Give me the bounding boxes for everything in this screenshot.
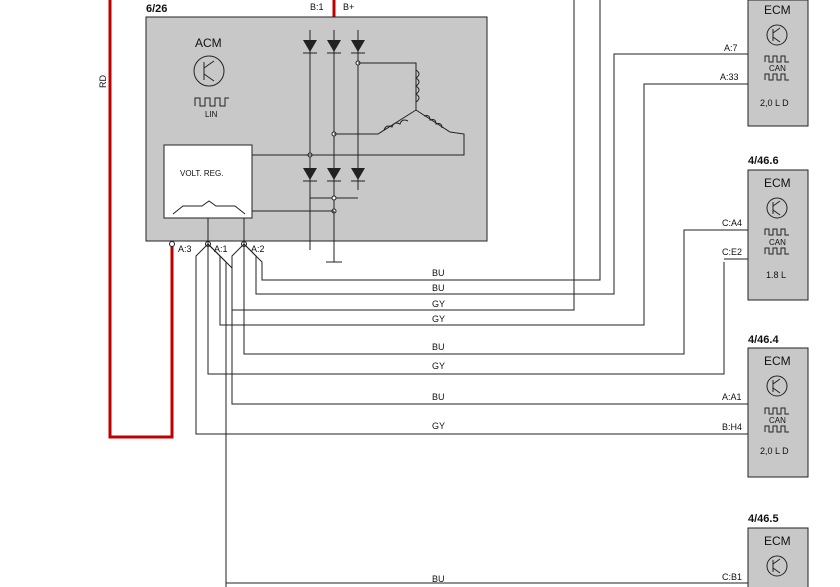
pin-b1-label: B:1	[310, 2, 324, 12]
wire-label: BU	[432, 342, 445, 352]
pin-a2-label: A:2	[251, 244, 265, 254]
ecm3-pin1: A:A1	[722, 392, 742, 402]
lin-label: LIN	[205, 110, 218, 119]
ecm-module: ECM CAN 2,0 L D	[747, 0, 809, 127]
ecm3-pin2: B:H4	[722, 422, 742, 432]
diode-bridge-top	[303, 30, 365, 250]
rd-wire	[108, 0, 174, 439]
svg-text:ECM: ECM	[764, 176, 791, 190]
generator-ref: 6/26	[146, 3, 167, 15]
svg-text:2,0 L D: 2,0 L D	[760, 446, 789, 456]
svg-text:1.8 L: 1.8 L	[766, 270, 786, 280]
volt-reg-label: VOLT. REG.	[180, 169, 223, 178]
lin-pulse-icon	[194, 97, 229, 107]
svg-text:2,0 L D: 2,0 L D	[760, 98, 789, 108]
wire-label: GY	[432, 314, 445, 324]
acm-label: ACM	[195, 36, 222, 50]
wire-label: BU	[432, 574, 445, 584]
wire-label: BU	[432, 268, 445, 278]
wire-label: BU	[432, 392, 445, 402]
wire-label: GY	[432, 421, 445, 431]
pin-bplus-label: B+	[343, 2, 354, 12]
svg-text:CAN: CAN	[769, 238, 786, 247]
ecm-module: ECM CAN 1.8 L	[747, 169, 809, 301]
svg-text:CAN: CAN	[769, 416, 786, 425]
volt-reg-symbol	[172, 200, 246, 215]
volt-reg-box	[163, 144, 253, 219]
wire-harness	[195, 0, 725, 587]
wire-label: GY	[432, 299, 445, 309]
pin-a1-label: A:1	[214, 244, 228, 254]
ecm3-ref: 4/46.4	[748, 334, 779, 346]
ecm4-ref: 4/46.5	[748, 513, 779, 525]
ecm2-pin2: C:E2	[722, 247, 742, 257]
rd-wire-label: RD	[98, 75, 108, 88]
transistor-icon	[193, 55, 225, 87]
ecm4-pin1: C:B1	[722, 572, 742, 582]
diode-bridge-bottom	[303, 168, 365, 199]
wire-label: BU	[432, 283, 445, 293]
ecm1-pin1: A:7	[724, 43, 738, 53]
ecm-module: ECM CAN 2,0 L D	[747, 347, 809, 478]
svg-text:ECM: ECM	[764, 3, 791, 17]
ecm2-ref: 4/46.6	[748, 155, 779, 167]
svg-text:ECM: ECM	[764, 354, 791, 368]
ecm1-pin2: A:33	[720, 72, 739, 82]
svg-text:CAN: CAN	[769, 64, 786, 73]
ecm-module: ECM	[747, 527, 809, 587]
ecm2-pin1: C:A4	[722, 218, 742, 228]
pin-a3-label: A:3	[178, 244, 192, 254]
svg-text:ECM: ECM	[764, 534, 791, 548]
wire-label: GY	[432, 361, 445, 371]
stator-winding-icon	[310, 62, 465, 156]
